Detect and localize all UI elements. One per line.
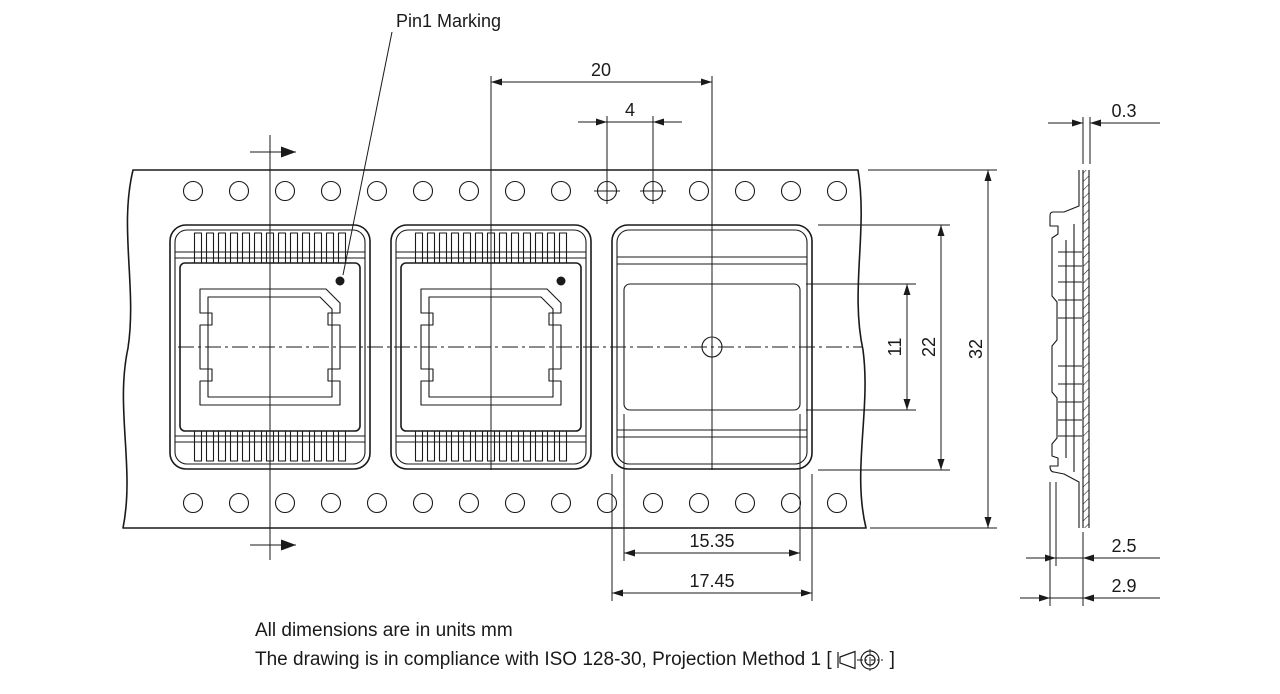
dimension-pocket-inner-height: 11 [806,283,916,411]
section-cut-indicator [250,135,296,560]
sprocket-hole [412,180,434,202]
tape-outline [122,169,867,529]
sprocket-hole [366,180,388,202]
sprocket-hole [458,492,480,514]
note-units-text: All dimensions are in units mm [255,620,513,641]
dim-pocket-depth-total-value: 2.9 [1111,576,1136,596]
center-lines [178,76,862,470]
dim-pocket-pitch-value: 20 [591,60,611,80]
sprocket-hole [504,492,526,514]
sprocket-holes-bottom-row [182,492,848,514]
sprocket-hole [228,180,250,202]
sprocket-hole-crosshairs [594,178,666,204]
note-standard-close-bracket: ] [889,649,895,670]
sprocket-hole [734,492,756,514]
sprocket-hole [274,180,296,202]
sprocket-hole [228,492,250,514]
note-standard-text: The drawing is in compliance with ISO 12… [255,649,832,670]
dim-tape-thickness-value: 0.3 [1111,101,1136,121]
dimension-tape-thickness: 0.3 [1048,101,1160,164]
dimension-pocket-outer-width: 17.45 [611,474,813,601]
side-view [1049,170,1090,528]
dimension-tape-width: 32 [868,169,997,529]
pin1-marking-callout: Pin1 Marking [342,11,501,276]
dimension-sprocket-pitch: 4 [578,100,682,180]
note-units: All dimensions are in units mm [255,620,513,642]
dim-tape-width-value: 32 [966,339,986,359]
sprocket-hole [366,492,388,514]
pin1-marking-label: Pin1 Marking [396,11,501,31]
socket-section-lines [1058,224,1082,472]
dimension-pocket-depth-total: 2.9 [1020,482,1160,606]
note-standard: The drawing is in compliance with ISO 12… [255,648,895,672]
dim-pocket-inner-height-value: 11 [885,338,905,357]
sprocket-holes-top-row [182,178,848,204]
dim-sprocket-pitch-value: 4 [625,100,635,120]
dimension-pocket-pitch: 20 [491,60,712,86]
dim-pocket-outer-width-value: 17.45 [689,571,734,591]
dimension-pocket-inner-width: 15.35 [623,414,801,561]
sprocket-hole [550,180,572,202]
sprocket-hole [550,492,572,514]
dimension-pocket-height: 22 [818,224,950,471]
sprocket-hole [274,492,296,514]
pocket-profile [1049,170,1080,528]
sprocket-hole [734,180,756,202]
dim-pocket-inner-width-value: 15.35 [689,531,734,551]
sprocket-hole [826,180,848,202]
sprocket-hole [596,492,618,514]
sprocket-hole [458,180,480,202]
carrier-tape-top-view [122,169,867,529]
cover-tape-hatch [1083,170,1089,528]
sprocket-hole [320,180,342,202]
pin1-leader-line [342,31,393,276]
sprocket-hole [642,492,664,514]
sprocket-hole [182,180,204,202]
dimension-pocket-depth-inner: 2.5 [1026,482,1160,606]
first-angle-projection-icon [837,649,883,671]
sprocket-hole [320,492,342,514]
sprocket-hole [182,492,204,514]
dim-pocket-depth-inner-value: 2.5 [1111,536,1136,556]
sprocket-hole [504,180,526,202]
sprocket-hole [826,492,848,514]
sprocket-hole [688,180,710,202]
sprocket-hole [688,492,710,514]
dim-pocket-height-value: 22 [919,337,939,357]
sprocket-hole [780,180,802,202]
sprocket-hole [412,492,434,514]
